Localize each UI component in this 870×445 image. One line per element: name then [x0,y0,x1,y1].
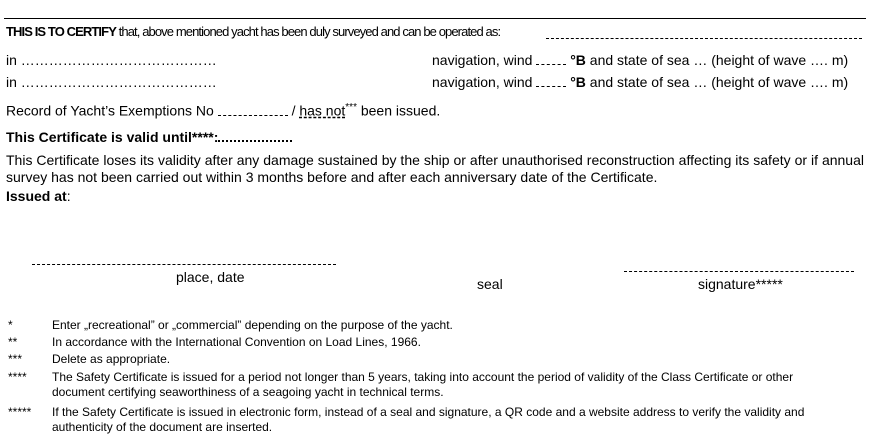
wind-field-1[interactable] [536,64,567,65]
place-date-field[interactable] [32,264,336,265]
signature-label: signature***** [698,276,783,292]
wind-field-2[interactable] [536,86,567,87]
nav-row-2-navigation: navigation, wind [432,74,533,90]
nav-row-2-sea: and state of sea … (height of wave …. m) [589,74,849,90]
top-rule [4,18,866,19]
nav-row-1-in: in …………………………………… [6,52,217,68]
exemptions-has-not: has not [299,102,346,119]
exemptions-slash: / [291,102,296,119]
nav-row-2-in: in …………………………………… [6,74,217,90]
nav-row-1-sea: and state of sea … (height of wave …. m) [589,52,849,68]
seal-label: seal [477,276,503,292]
footnote-4-text: The Safety Certificate is issued for a p… [52,370,794,399]
operated-as-field[interactable] [546,38,862,39]
validity-paragraph: This Certificate loses its validity afte… [6,152,864,185]
nav-row-2-degb: °B [570,74,586,90]
exemptions-suffix: been issued. [356,102,441,119]
exemptions-prefix: Record of Yacht’s Exemptions No [6,102,214,119]
footnote-2-mark: ** [8,335,18,349]
footnote-3-mark: *** [8,352,23,366]
issued-at-colon: : [66,188,71,204]
valid-until-field[interactable] [218,140,293,142]
issued-at-line: Issued at: [6,188,71,204]
nav-row-2: navigation, wind °B and state of sea … (… [432,74,848,90]
nav-row-1-degb: °B [570,52,586,68]
footnote-5-text: If the Safety Certificate is issued in e… [52,405,805,434]
exemptions-number-field[interactable] [217,114,288,116]
nav-row-1: navigation, wind °B and state of sea … (… [432,52,848,68]
valid-until-label: This Certificate is valid until****: [6,129,219,145]
valid-until-line: This Certificate is valid until****: [6,129,293,145]
exemptions-line: Record of Yacht’s Exemptions No / has no… [6,102,440,119]
footnote-4-mark: **** [8,370,27,384]
footnote-5-mark: ***** [8,405,32,419]
exemptions-stars: *** [345,102,357,113]
footnote-1-mark: * [8,318,13,332]
signature-field[interactable] [624,271,854,272]
nav-row-1-navigation: navigation, wind [432,52,533,68]
certify-text: that, above mentioned yacht has been dul… [115,24,501,39]
place-date-label: place, date [176,269,245,285]
footnote-1-text: Enter „recreational” or „commercial” dep… [52,318,453,332]
issued-at-label: Issued at [6,188,67,204]
footnote-3-text: Delete as appropriate. [52,352,171,366]
certify-lead: THIS IS TO CERTIFY [6,24,117,39]
footnote-2-text: In accordance with the International Con… [52,335,421,349]
certify-line: THIS IS TO CERTIFY that, above mentioned… [6,24,501,39]
